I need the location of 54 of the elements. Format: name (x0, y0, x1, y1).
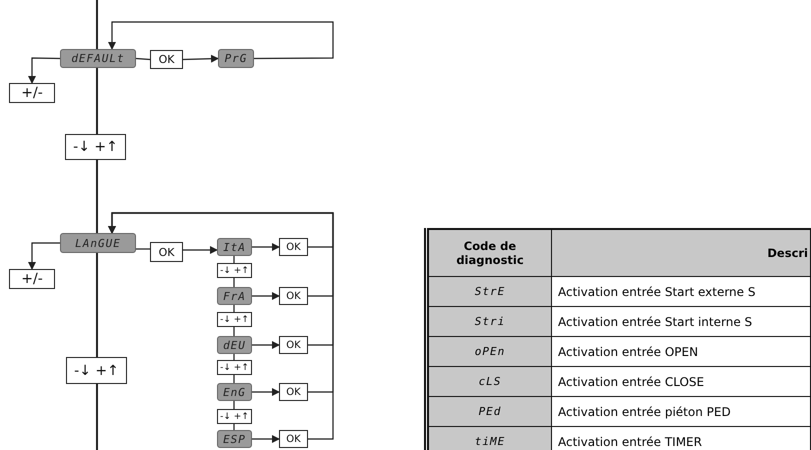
display-box: FrA (217, 287, 252, 305)
description-cell: Activation entrée Start interne S (552, 306, 810, 336)
arrow (252, 243, 280, 251)
display-box: ItA (217, 238, 252, 256)
key-box: -↓ +↑ (217, 409, 252, 424)
key-box: OK (279, 238, 308, 256)
arrow (108, 212, 334, 440)
display-box: dEU (217, 336, 252, 354)
column-header: Code de diagnostic (426, 229, 552, 276)
key-box: -↓ +↑ (66, 357, 127, 384)
key-box: -↓ +↑ (217, 263, 252, 278)
description-cell: Activation entrée OPEN (552, 336, 810, 366)
key-box: OK (279, 336, 308, 354)
arrow (252, 388, 280, 396)
key-box: -↓ +↑ (217, 312, 252, 327)
code-cell: oPEn (426, 336, 552, 366)
arrow (28, 57, 60, 84)
arrow (28, 242, 60, 270)
key-box: -↓ +↑ (217, 360, 252, 375)
connector-line (96, 384, 98, 450)
connector-line (136, 58, 150, 60)
key-box: +/- (9, 269, 55, 289)
code-cell: cLS (426, 366, 552, 396)
key-box: OK (150, 50, 183, 69)
display-box: ESP (217, 430, 252, 448)
code-cell: Stri (426, 306, 552, 336)
column-header: Descri (552, 229, 810, 276)
display-box: PrG (218, 49, 254, 68)
connector-line (96, 0, 98, 49)
connector-line (96, 160, 98, 233)
key-box: OK (279, 430, 308, 448)
key-box: OK (279, 287, 308, 305)
code-cell: PEd (426, 396, 552, 426)
key-box: OK (150, 242, 183, 262)
arrow (108, 21, 334, 60)
key-box: -↓ +↑ (65, 134, 126, 160)
display-box: dEFAULt (60, 49, 136, 68)
arrow (252, 435, 280, 443)
connector-line (136, 248, 150, 250)
arrow (252, 341, 280, 349)
description-cell: Activation entrée CLOSE (552, 366, 810, 396)
key-box: +/- (9, 83, 55, 103)
connector-line (96, 68, 98, 134)
arrow (182, 54, 219, 63)
arrow (183, 246, 218, 254)
display-box: LAnGUE (60, 233, 136, 253)
code-cell: StrE (426, 276, 552, 306)
description-cell: Activation entrée piéton PED (552, 396, 810, 426)
key-box: OK (279, 383, 308, 401)
code-cell: tiME (426, 426, 552, 450)
arrow (252, 292, 280, 300)
display-box: EnG (217, 383, 252, 401)
connector-line (96, 253, 98, 357)
description-cell: Activation entrée Start externe S (552, 276, 810, 306)
